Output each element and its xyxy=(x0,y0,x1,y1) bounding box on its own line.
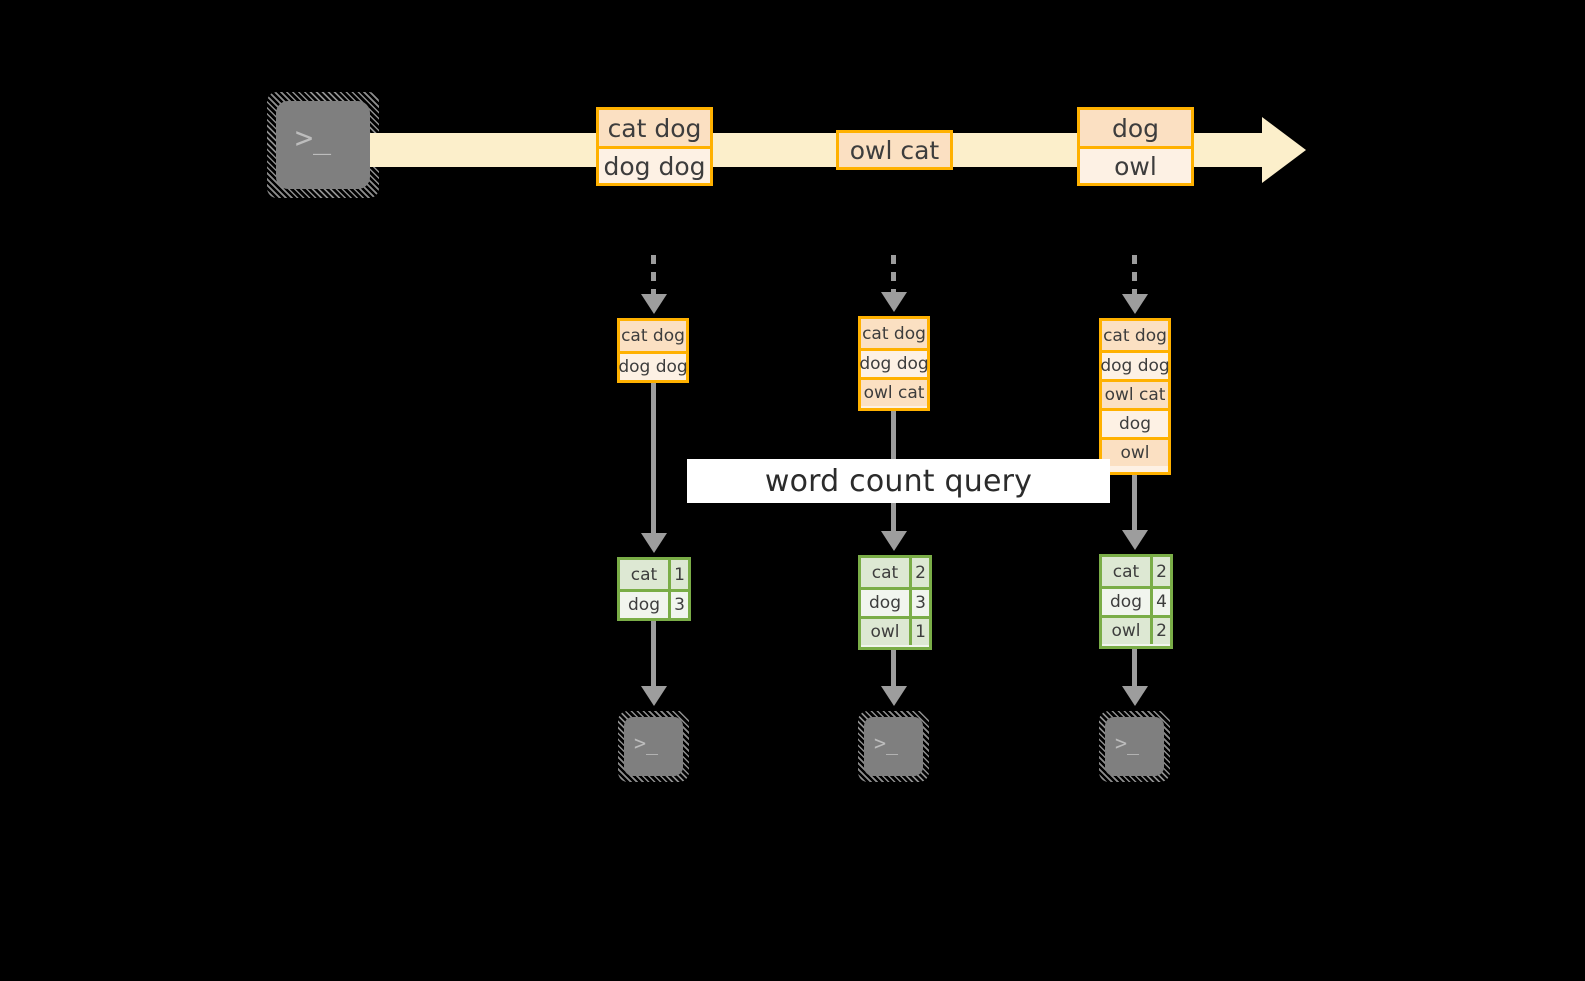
query-label-text: word count query xyxy=(764,463,1033,499)
result-count: 2 xyxy=(1150,557,1170,586)
snapshot-column-3: cat dog dog dog owl cat dog owl xyxy=(1099,318,1171,475)
terminal-body xyxy=(1105,717,1164,776)
result-count: 4 xyxy=(1150,589,1170,615)
connector-result-to-sink-3 xyxy=(1132,649,1137,692)
table-row: dog 3 xyxy=(861,587,929,616)
result-word: cat xyxy=(861,558,909,587)
snapshot-line: cat dog xyxy=(1102,321,1168,350)
snapshot-line: dog dog xyxy=(859,348,929,377)
stream-event-line: owl xyxy=(1080,146,1191,183)
table-row: owl 1 xyxy=(861,616,929,645)
connector-arrowhead xyxy=(1122,530,1148,550)
snapshot-column-2: cat dog dog dog owl cat xyxy=(858,316,930,411)
connector-arrowhead xyxy=(1122,294,1148,314)
result-count: 3 xyxy=(909,590,929,616)
connector-stream-to-snapshot-1 xyxy=(651,255,656,297)
result-word: dog xyxy=(620,592,668,618)
connector-arrowhead xyxy=(641,533,667,553)
terminal-body xyxy=(864,717,923,776)
connector-snapshot-to-result-3 xyxy=(1132,475,1137,535)
snapshot-line: dog dog xyxy=(618,351,688,380)
result-count: 2 xyxy=(1150,618,1170,644)
stream-arrow-head xyxy=(1262,117,1306,183)
source-terminal-icon: >_ xyxy=(267,92,379,198)
snapshot-line: owl xyxy=(1102,437,1168,466)
stream-event-line: cat dog xyxy=(599,110,710,146)
terminal-prompt-glyph: >_ xyxy=(1115,731,1140,755)
table-row: cat 2 xyxy=(1102,557,1170,586)
table-row: owl 2 xyxy=(1102,615,1170,644)
sink-terminal-icon-3: >_ xyxy=(1099,711,1170,782)
terminal-prompt-glyph: >_ xyxy=(634,731,659,755)
connector-stream-to-snapshot-3 xyxy=(1132,255,1137,297)
terminal-body xyxy=(276,101,370,189)
stream-event-line: owl cat xyxy=(839,133,950,167)
result-count: 2 xyxy=(909,558,929,587)
result-count: 1 xyxy=(668,560,688,589)
snapshot-line: owl cat xyxy=(861,377,927,406)
result-word: cat xyxy=(620,560,668,589)
stream-event-line: dog xyxy=(1080,110,1191,146)
result-word: dog xyxy=(1102,589,1150,615)
table-row: cat 2 xyxy=(861,558,929,587)
connector-stream-to-snapshot-2 xyxy=(891,255,896,295)
result-table-column-1: cat 1 dog 3 xyxy=(617,557,691,621)
connector-arrowhead xyxy=(881,292,907,312)
terminal-body xyxy=(624,717,683,776)
snapshot-line: dog dog xyxy=(1100,350,1170,379)
result-word: dog xyxy=(861,590,909,616)
terminal-prompt-glyph: >_ xyxy=(295,121,332,156)
sink-terminal-icon-1: >_ xyxy=(618,711,689,782)
connector-arrowhead xyxy=(641,686,667,706)
result-count: 3 xyxy=(668,592,688,618)
terminal-prompt-glyph: >_ xyxy=(874,731,899,755)
result-table-column-2: cat 2 dog 3 owl 1 xyxy=(858,555,932,650)
connector-arrowhead xyxy=(641,294,667,314)
sink-terminal-icon-2: >_ xyxy=(858,711,929,782)
result-table-column-3: cat 2 dog 4 owl 2 xyxy=(1099,554,1173,649)
snapshot-line: owl cat xyxy=(1102,379,1168,408)
table-row: dog 4 xyxy=(1102,586,1170,615)
snapshot-column-1: cat dog dog dog xyxy=(617,318,689,383)
snapshot-line: cat dog xyxy=(861,319,927,348)
snapshot-line: cat dog xyxy=(620,321,686,351)
table-row: cat 1 xyxy=(620,560,688,589)
result-count: 1 xyxy=(909,619,929,645)
stream-event-batch-3: dog owl xyxy=(1077,107,1194,186)
connector-result-to-sink-1 xyxy=(651,621,656,691)
stream-event-batch-1: cat dog dog dog xyxy=(596,107,713,186)
stream-event-batch-2: owl cat xyxy=(836,130,953,170)
snapshot-line: dog xyxy=(1102,408,1168,437)
connector-arrowhead xyxy=(881,686,907,706)
result-word: cat xyxy=(1102,557,1150,586)
connector-snapshot-to-result-1 xyxy=(651,383,656,538)
stream-event-line: dog dog xyxy=(599,146,710,183)
connector-arrowhead xyxy=(1122,686,1148,706)
result-word: owl xyxy=(861,619,909,645)
table-row: dog 3 xyxy=(620,589,688,618)
connector-result-to-sink-2 xyxy=(891,650,896,692)
result-word: owl xyxy=(1102,618,1150,644)
query-label-box: word count query xyxy=(687,459,1110,503)
connector-arrowhead xyxy=(881,531,907,551)
